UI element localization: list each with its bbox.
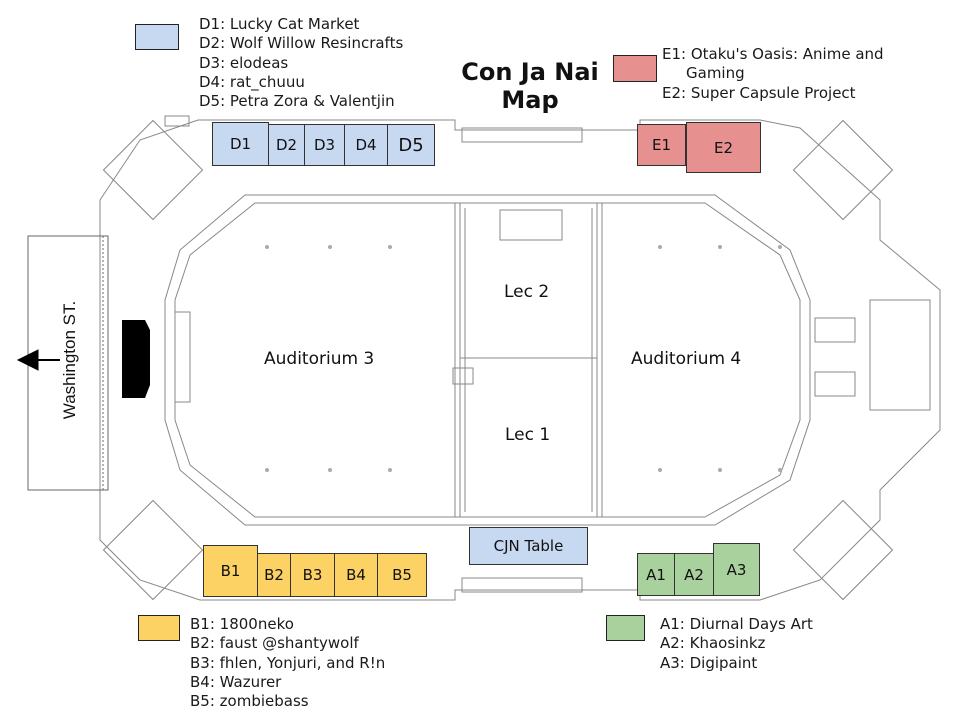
room-lec-1: Lec 1	[505, 425, 551, 445]
entrance-marker	[122, 320, 150, 398]
booth-b3[interactable]: B3	[290, 553, 335, 597]
room-lec-2: Lec 2	[504, 282, 550, 302]
street-label: Washington ST.	[60, 300, 79, 420]
legend-d-item: D1: Lucky Cat Market	[199, 15, 360, 33]
booth-b4[interactable]: B4	[334, 553, 378, 597]
legend-a: A1: Diurnal Days Art A2: Khaosinkz A3: D…	[660, 615, 813, 673]
map-title: Con Ja Nai Map	[445, 58, 615, 114]
arrow-left-icon	[16, 349, 60, 371]
legend-d-item: D5: Petra Zora & Valentjin	[199, 92, 395, 111]
legend-e-item: E2: Super Capsule Project	[662, 83, 856, 102]
room-auditorium-4: Auditorium 4	[631, 349, 742, 369]
legend-b-item: B5: zombiebass	[190, 692, 309, 711]
cjn-table[interactable]: CJN Table	[469, 527, 588, 565]
legend-a-swatch	[606, 615, 645, 641]
legend-e: E1: Otaku's Oasis: Anime and Gaming E2: …	[662, 45, 884, 103]
booth-a2[interactable]: A2	[674, 553, 714, 596]
legend-a-item: A3: Digipaint	[660, 653, 758, 672]
legend-a-item: A1: Diurnal Days Art	[660, 615, 813, 633]
legend-d-item: D4: rat_chuuu	[199, 72, 305, 91]
booth-a3[interactable]: A3	[713, 543, 760, 596]
booth-b1[interactable]: B1	[203, 545, 258, 597]
booth-e1[interactable]: E1	[637, 124, 686, 166]
street-label-wrap: Washington ST.	[40, 290, 100, 430]
booth-d5[interactable]: D5	[387, 124, 435, 166]
booth-a1[interactable]: A1	[637, 553, 675, 596]
legend-d-swatch	[135, 24, 179, 50]
booth-d2[interactable]: D2	[268, 124, 305, 166]
legend-b-swatch	[138, 615, 180, 641]
booth-b2[interactable]: B2	[257, 553, 291, 597]
map-title-line: Map	[501, 86, 559, 114]
booth-d3[interactable]: D3	[304, 124, 345, 166]
legend-b-item: B2: faust @shantywolf	[190, 634, 359, 653]
legend-b: B1: 1800neko B2: faust @shantywolf B3: f…	[190, 615, 385, 711]
booth-d1[interactable]: D1	[212, 122, 269, 166]
legend-b-item: B1: 1800neko	[190, 615, 294, 633]
booth-b5[interactable]: B5	[377, 553, 427, 597]
legend-e-item: Gaming	[686, 64, 745, 83]
legend-e-item: E1: Otaku's Oasis: Anime and	[662, 45, 884, 63]
map-title-line: Con Ja Nai	[461, 58, 599, 86]
legend-b-item: B3: fhlen, Yonjuri, and R!n	[190, 653, 386, 672]
booth-d4[interactable]: D4	[344, 124, 388, 166]
legend-a-item: A2: Khaosinkz	[660, 634, 766, 653]
building-outline	[99, 119, 941, 601]
legend-e-swatch	[613, 55, 657, 82]
booth-e2[interactable]: E2	[686, 122, 761, 173]
legend-d: D1: Lucky Cat Market D2: Wolf Willow Res…	[199, 15, 403, 111]
legend-d-item: D2: Wolf Willow Resincrafts	[199, 34, 404, 53]
room-auditorium-3: Auditorium 3	[264, 349, 375, 369]
legend-b-item: B4: Wazurer	[190, 672, 282, 691]
legend-d-item: D3: elodeas	[199, 53, 289, 72]
